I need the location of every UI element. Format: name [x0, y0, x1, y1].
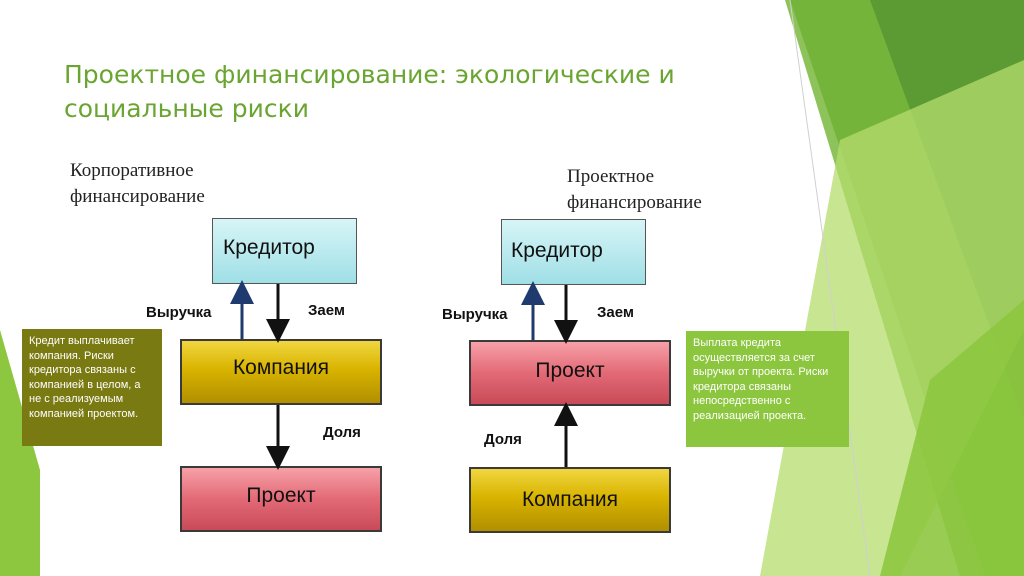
bg-lower-green-stripe [880, 300, 1024, 576]
left-project-box: Проект [180, 466, 382, 532]
left-company-box: Компания [180, 339, 382, 405]
right-share-label: Доля [484, 431, 522, 448]
right-creditor-box: Кредитор [501, 219, 646, 285]
left-heading-text: Корпоративное финансирование [70, 160, 205, 207]
right-project-label: Проект [535, 359, 605, 382]
slide-title-text: Проектное финансирование: экологические … [64, 60, 675, 123]
right-note: Выплата кредита осуществляется за счет в… [686, 331, 849, 447]
left-revenue-label: Выручка [146, 304, 212, 321]
left-loan-label: Заем [308, 302, 345, 319]
right-heading: Проектное финансирование [567, 164, 757, 216]
left-heading: Корпоративное финансирование [70, 158, 260, 210]
bg-left-green-stripe [0, 330, 40, 576]
left-note: Кредит выплачивает компания. Риски креди… [22, 329, 162, 446]
left-note-text: Кредит выплачивает компания. Риски креди… [29, 335, 141, 420]
left-share-label: Доля [323, 424, 361, 441]
slide-title: Проектное финансирование: экологические … [64, 58, 764, 126]
right-heading-text: Проектное финансирование [567, 166, 702, 213]
right-company-label: Компания [521, 488, 619, 511]
left-creditor-box: Кредитор [212, 218, 357, 284]
right-loan-label: Заем [597, 304, 634, 321]
bg-thin-line [789, 0, 871, 576]
left-project-label: Проект [246, 484, 316, 507]
right-creditor-label: Кредитор [511, 239, 603, 262]
right-note-text: Выплата кредита осуществляется за счет в… [693, 337, 829, 422]
right-revenue-label: Выручка [442, 306, 508, 323]
left-company-label: Компания [232, 356, 330, 379]
right-company-box: Компания [469, 467, 671, 533]
left-creditor-label: Кредитор [223, 236, 315, 259]
